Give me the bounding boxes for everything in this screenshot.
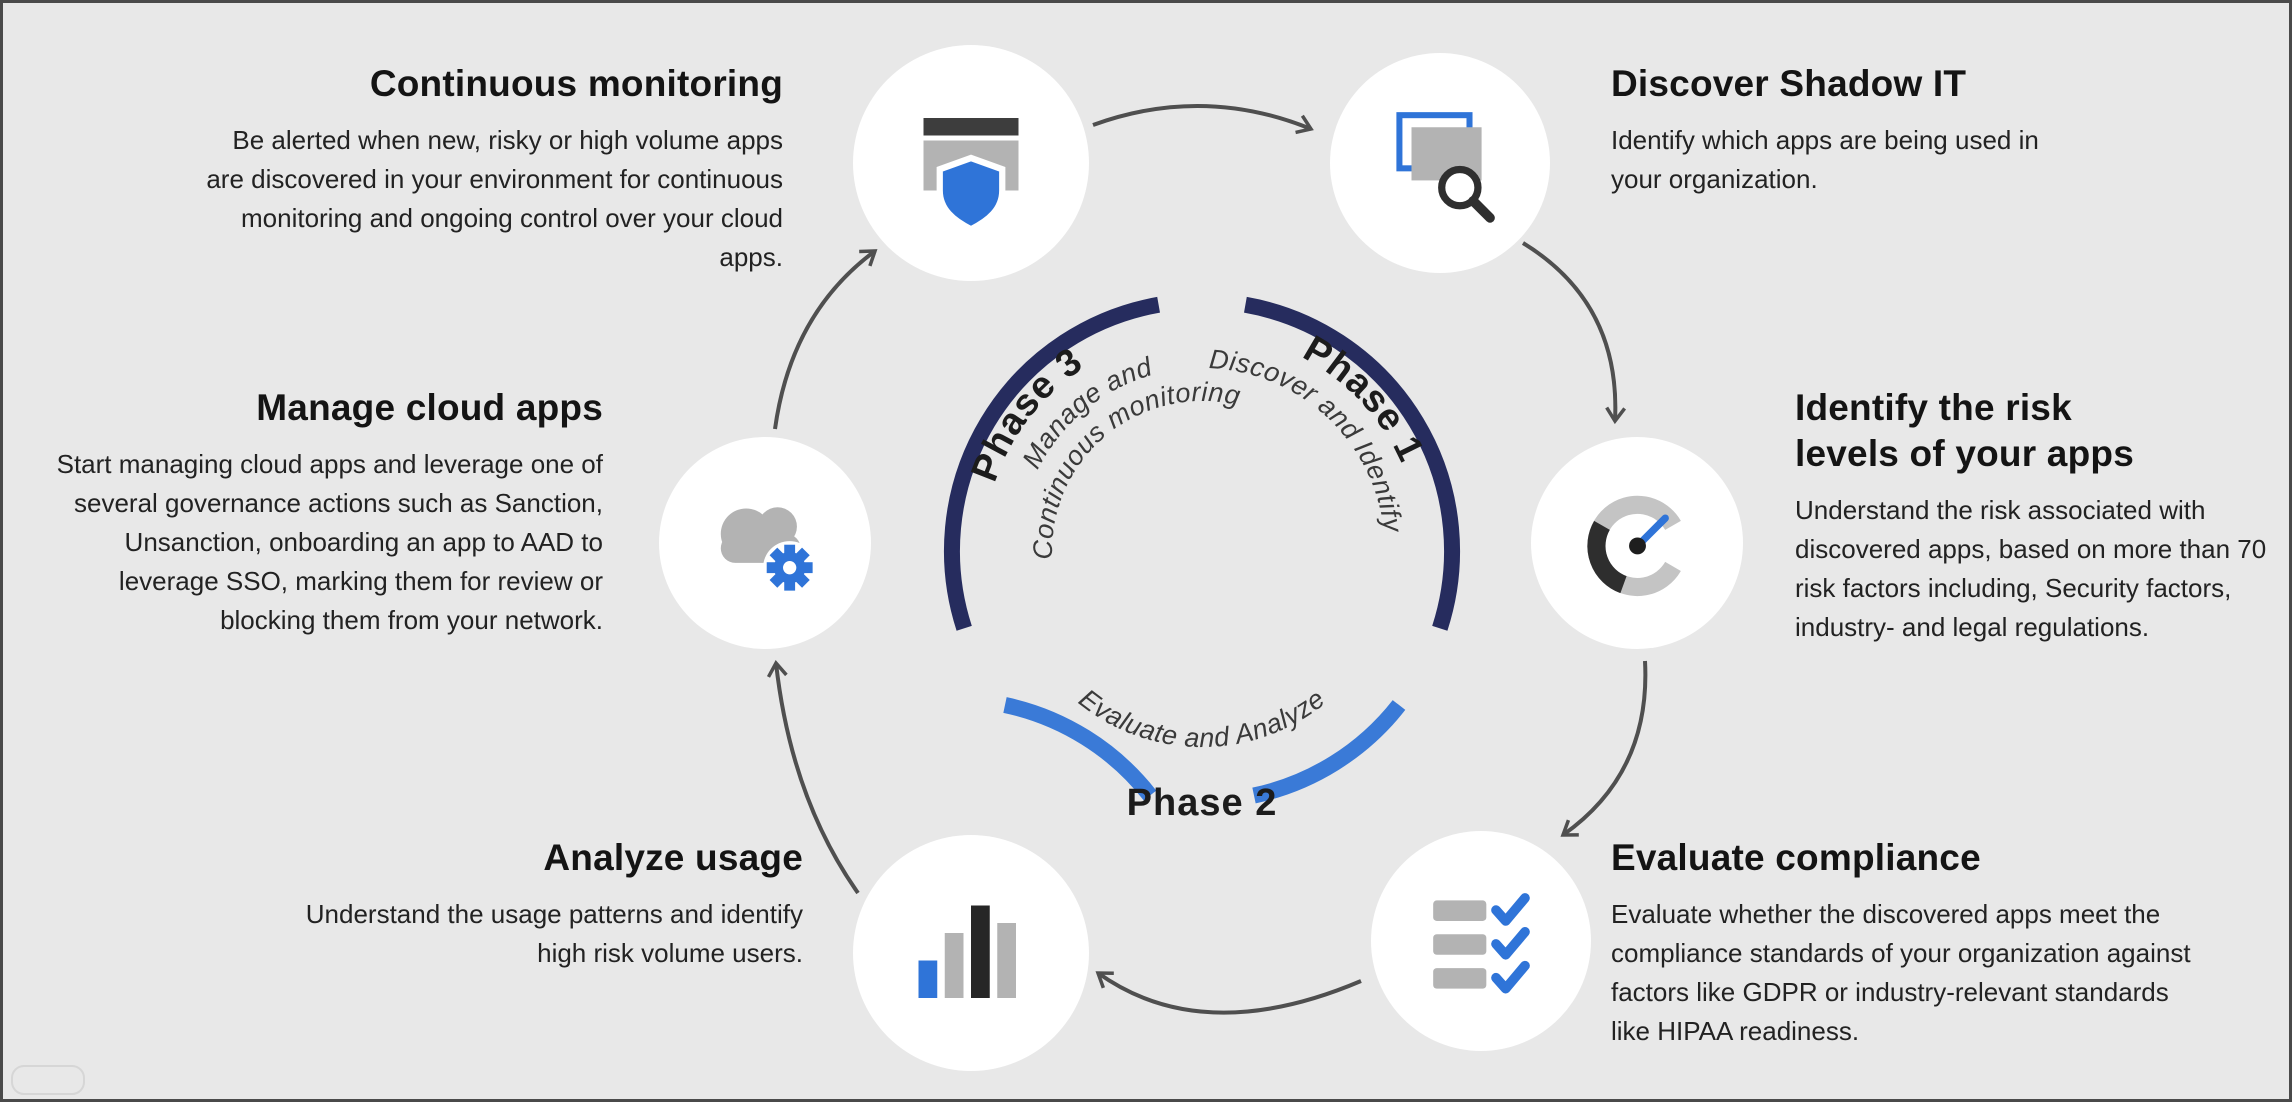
windows-magnifier-icon (1395, 111, 1495, 223)
node-evaluate-compliance (1371, 831, 1591, 1051)
step-manage-cloud-apps: Manage cloud apps Start managing cloud a… (33, 385, 603, 640)
arrow-discover-to-risk (1521, 241, 1627, 425)
node-discover-shadow-it (1330, 53, 1550, 273)
node-identify-risk (1531, 437, 1743, 649)
arrow-monitoring-to-discover (1092, 104, 1314, 135)
step-discover-shadow-it: Discover Shadow IT Identify which apps a… (1611, 61, 2091, 199)
step-body: Identify which apps are being used in yo… (1611, 125, 2039, 194)
phase2-caption: Evaluate and Analyze (1074, 683, 1331, 753)
node-continuous-monitoring (853, 45, 1089, 281)
bar-chart-icon (918, 905, 1016, 998)
step-title: Identify the risk levels of your apps (1795, 387, 2134, 474)
step-evaluate-compliance: Evaluate compliance Evaluate whether the… (1611, 835, 2201, 1051)
arrow-compliance-to-analyze (1095, 971, 1362, 1015)
arrow-risk-to-compliance (1560, 660, 1648, 837)
cloud-gear-icon (720, 506, 816, 594)
step-continuous-monitoring: Continuous monitoring Be alerted when ne… (203, 61, 783, 277)
arrow-manage-to-monitoring (773, 249, 878, 430)
phase1-arc (1244, 296, 1461, 631)
phase2-arc-left (1003, 697, 1157, 801)
step-identify-risk: Identify the risk levels of your apps Un… (1795, 385, 2275, 647)
node-analyze-usage (853, 835, 1089, 1071)
phase2-arc-right (1252, 700, 1406, 804)
phase3-arc (943, 296, 1160, 631)
corner-artifact (11, 1065, 85, 1095)
step-body: Start managing cloud apps and leverage o… (56, 449, 603, 635)
step-title: Analyze usage (543, 837, 803, 878)
step-body: Evaluate whether the discovered apps mee… (1611, 899, 2191, 1046)
step-title: Discover Shadow IT (1611, 63, 1967, 104)
step-title: Evaluate compliance (1611, 837, 1981, 878)
step-title: Continuous monitoring (369, 63, 783, 104)
gauge-icon (1586, 495, 1681, 596)
node-manage-cloud-apps (659, 437, 871, 649)
cycle-diagram-layer: Phase 1 Discover and Identify Phase 3 Ma… (766, 104, 1648, 1015)
arrow-analyze-to-manage (766, 659, 860, 895)
step-body: Be alerted when new, risky or high volum… (206, 125, 783, 272)
step-analyze-usage: Analyze usage Understand the usage patte… (263, 835, 803, 973)
step-body: Understand the risk associated with disc… (1795, 495, 2267, 642)
checklist-icon (1432, 892, 1530, 993)
phase2-label: Phase 2 (1127, 782, 1278, 824)
step-title: Manage cloud apps (256, 387, 603, 428)
step-body: Understand the usage patterns and identi… (305, 899, 803, 968)
window-shield-icon (923, 118, 1019, 233)
